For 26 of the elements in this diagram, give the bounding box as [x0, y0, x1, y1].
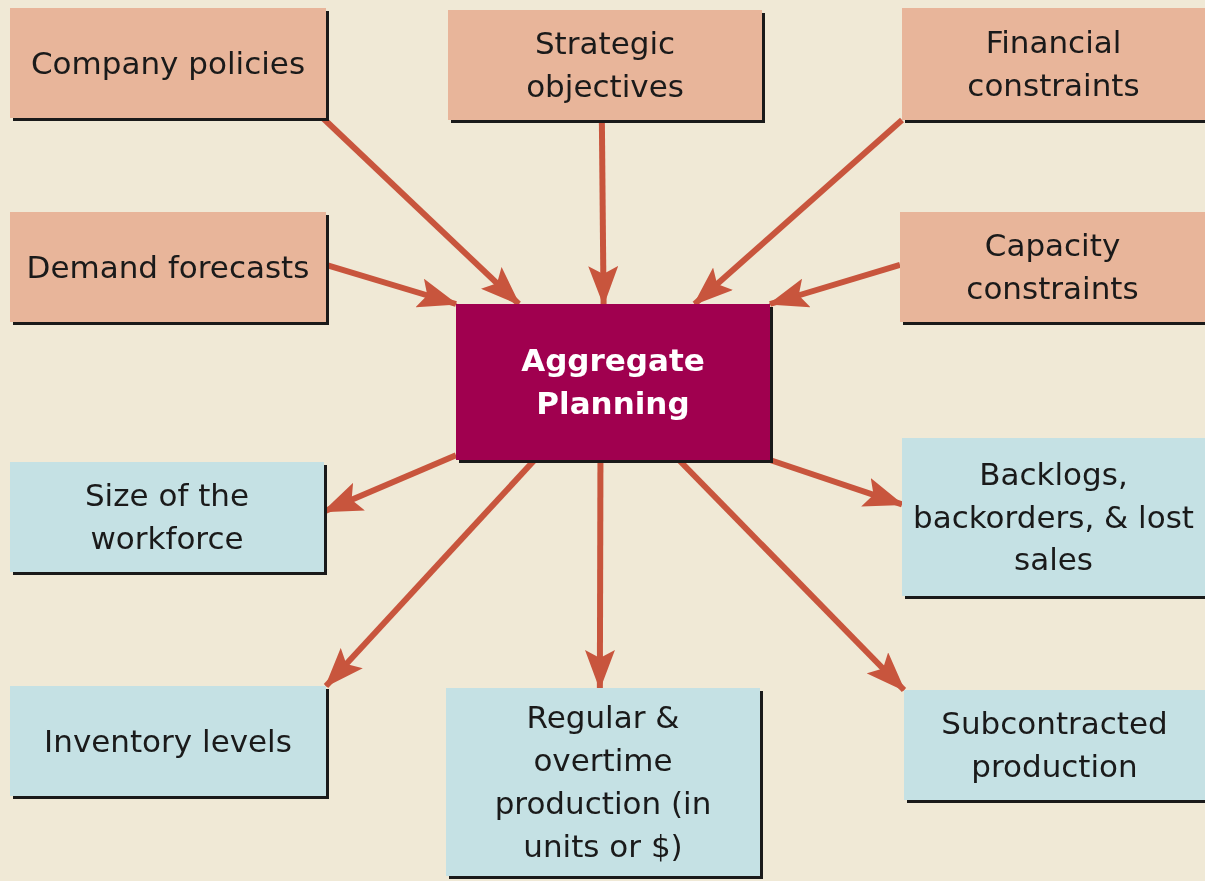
input-box: [902, 8, 1205, 120]
input-box: [448, 10, 762, 120]
arrow: [692, 117, 904, 307]
input-box: [10, 8, 326, 118]
box-label: Capacity constraints: [965, 226, 1140, 308]
box-label: Company policies: [30, 43, 306, 83]
box-label: Regular & overtime production (in units or $): [493, 698, 713, 866]
box-label: Aggregate Planning: [520, 341, 706, 423]
box-label: Inventory levels: [44, 721, 292, 761]
output-box: [904, 690, 1205, 800]
box-label: Demand forecasts: [26, 247, 310, 287]
output-box: [10, 462, 324, 572]
output-box: [902, 438, 1205, 596]
central-box: [456, 304, 770, 460]
input-box: [10, 212, 326, 322]
output-box: [446, 688, 760, 876]
box-label: Financial constraints: [966, 23, 1141, 105]
box-label: Strategic objectives: [525, 24, 685, 106]
box-label: Size of the workforce: [83, 476, 251, 558]
input-box: [900, 212, 1205, 322]
output-box: [10, 686, 326, 796]
box-label: Backlogs, backorders, & lost sales: [912, 454, 1195, 580]
arrow: [769, 457, 904, 508]
arrow: [768, 261, 901, 308]
box-label: Subcontracted production: [940, 704, 1169, 786]
arrow: [584, 460, 615, 690]
